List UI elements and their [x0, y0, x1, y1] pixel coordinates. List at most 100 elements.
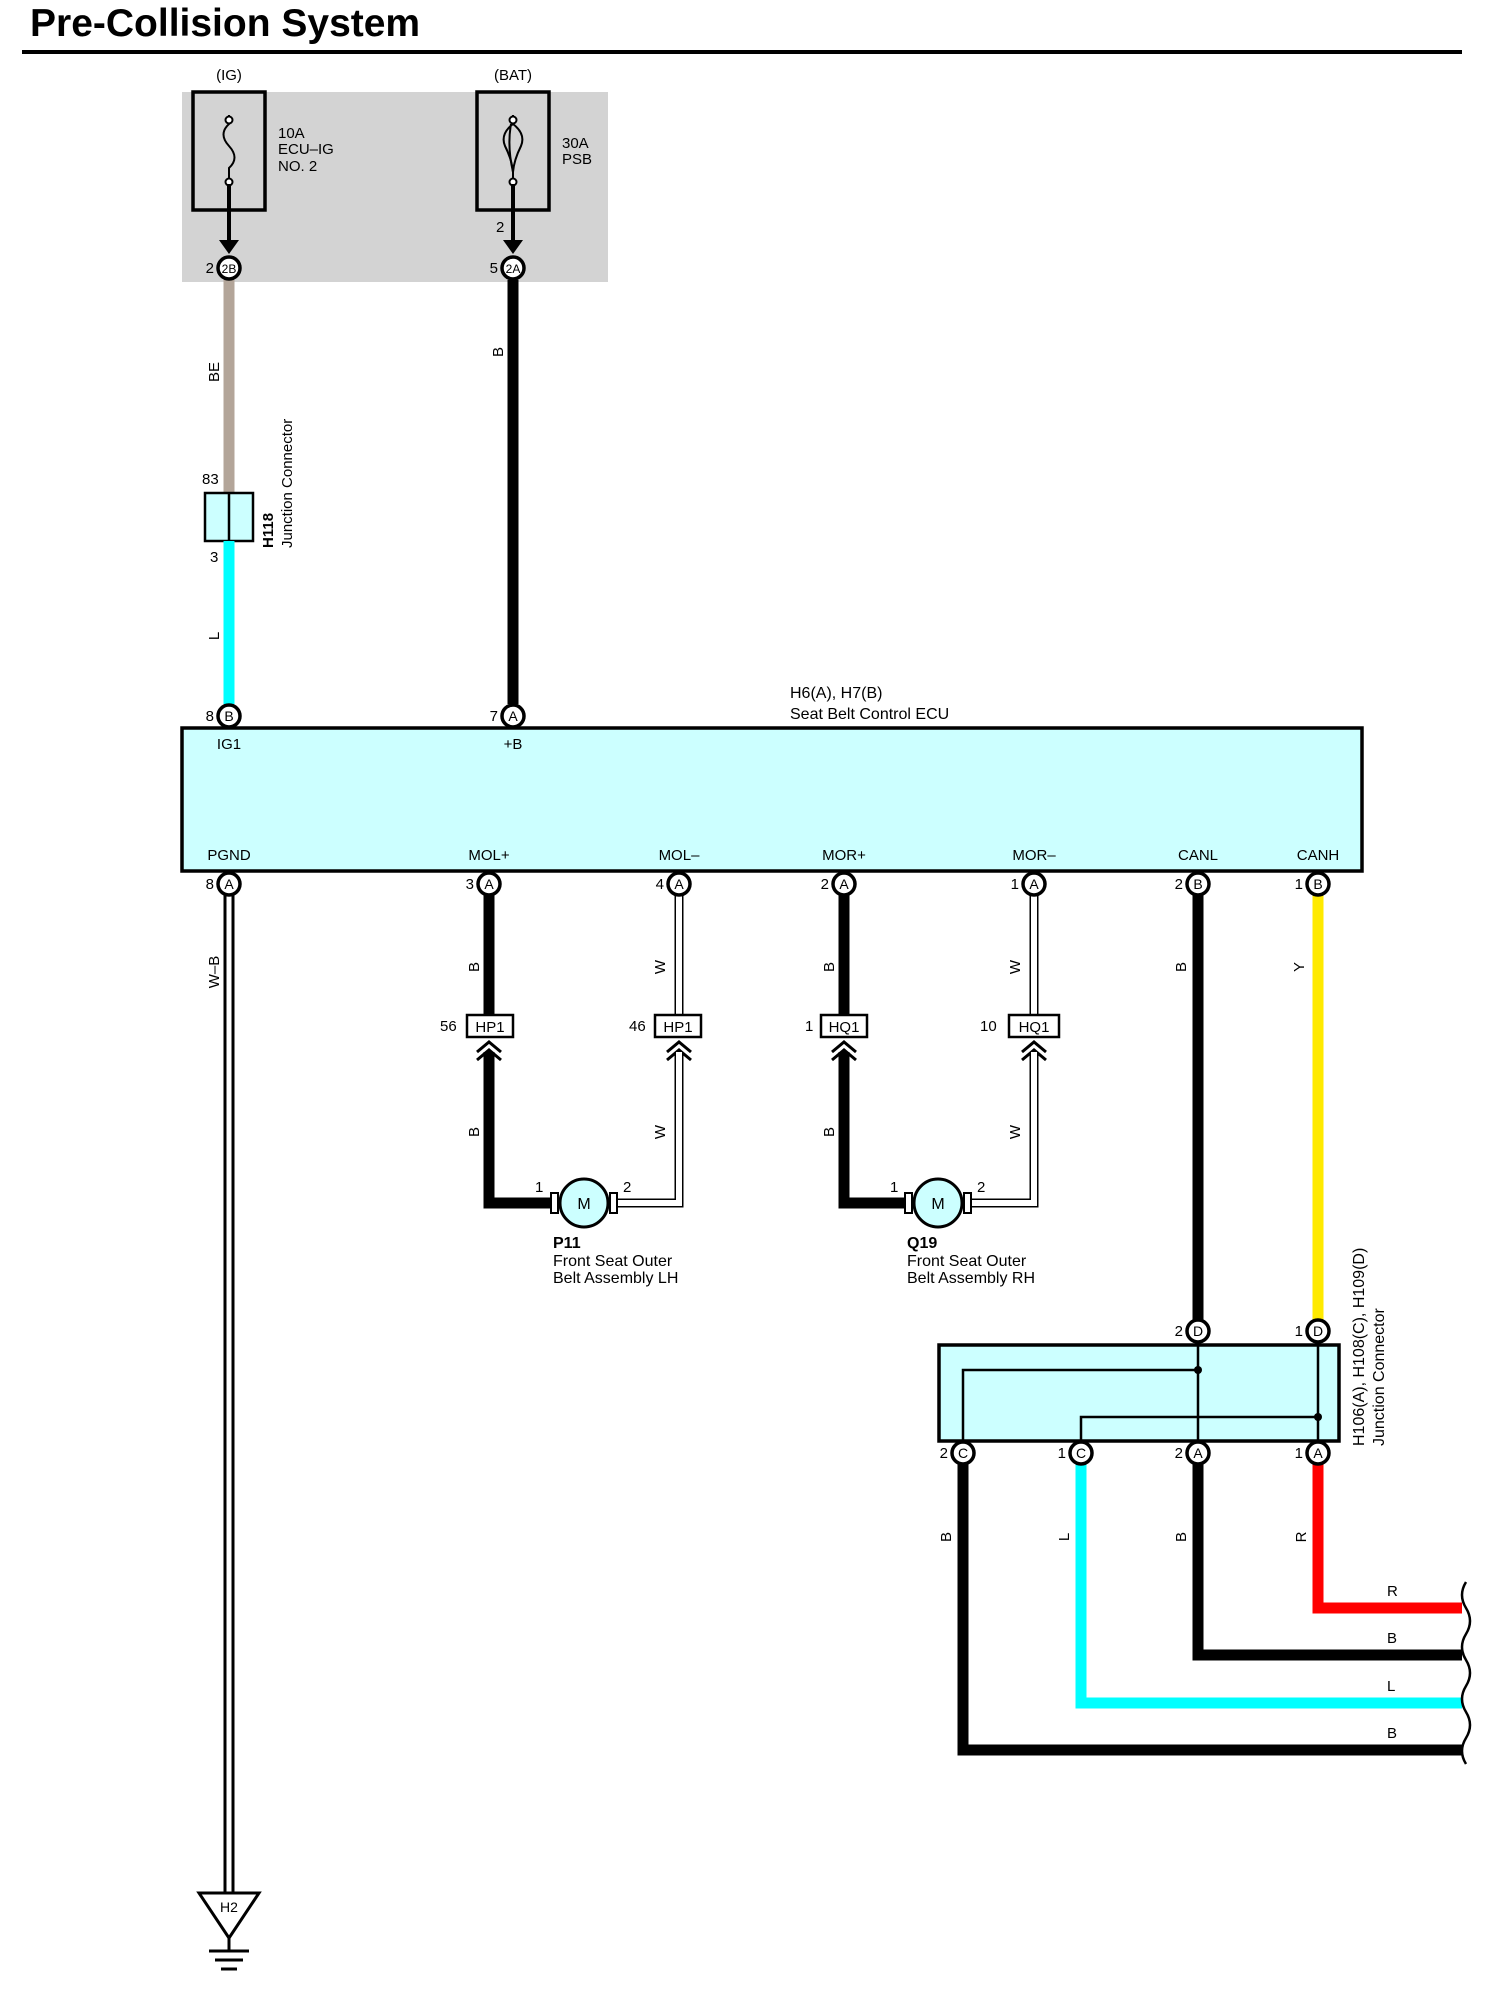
motor-q19-pin1: 1	[890, 1179, 898, 1196]
title-rule	[22, 50, 1462, 54]
fuse-2-rating: 30A	[562, 135, 589, 152]
fuse-1-rating: 10A	[278, 125, 305, 142]
wire-label-jc-c2: B	[938, 1532, 955, 1542]
svg-text:1: 1	[1011, 876, 1019, 893]
wire-label-jc-a2: B	[1173, 1532, 1190, 1542]
fuse-box	[182, 92, 608, 282]
motor-p11-icon	[550, 1177, 618, 1229]
h106-pin-d2: D2	[1175, 1318, 1211, 1344]
hp1-56-name: HP1	[475, 1019, 504, 1036]
h118-id: H118	[260, 513, 277, 548]
ecu-pin-label-mol-plus: MOL+	[468, 847, 510, 864]
wire-label-mor-plus-1: B	[821, 962, 838, 972]
svg-text:D: D	[1313, 1323, 1323, 1339]
h106-name: Junction Connector	[1371, 1307, 1388, 1446]
ecu-pin-mol-minus: A4	[656, 871, 692, 897]
wire-jc-a1	[1312, 1462, 1462, 1614]
ground-icon	[196, 1891, 262, 1971]
ecu-pin-label-mor-minus: MOR–	[1012, 847, 1056, 864]
svg-text:B: B	[1193, 876, 1202, 892]
motor-q19-symbol: M	[931, 1196, 944, 1213]
svg-text:C: C	[958, 1445, 968, 1461]
h118-pin-in: 83	[202, 471, 219, 488]
motor-p11-name-1: Front Seat Outer	[553, 1253, 673, 1270]
inline-connector-hq1-1	[819, 1013, 869, 1062]
ecu-pin-label-canl: CANL	[1178, 847, 1218, 864]
motor-q19-pin2: 2	[977, 1179, 985, 1196]
ecu-pin-mol-plus: A3	[466, 871, 502, 897]
svg-text:1: 1	[1295, 876, 1303, 893]
motor-q19-icon	[904, 1177, 972, 1229]
svg-text:B: B	[1313, 876, 1322, 892]
wire-jc-c1	[1075, 1462, 1462, 1709]
motor-q19-name-1: Front Seat Outer	[907, 1253, 1027, 1270]
wire-label-jc-a1: R	[1293, 1531, 1310, 1542]
ecu-pin-ig1: B8	[206, 703, 242, 729]
wire-mor-minus-lower	[971, 1052, 1039, 1208]
ecu-pin-label-mol-minus: MOL–	[659, 847, 701, 864]
ecu-id: H6(A), H7(B)	[790, 685, 882, 702]
svg-text:B: B	[224, 708, 233, 724]
ecu-pin-label-canh: CANH	[1297, 847, 1340, 864]
arrow-down-icon	[503, 240, 523, 254]
fuse-1-name-1: ECU–IG	[278, 141, 334, 158]
svg-text:A: A	[484, 876, 494, 892]
svg-text:5: 5	[490, 260, 498, 277]
svg-text:2B: 2B	[222, 262, 237, 276]
motor-p11-pin2: 2	[623, 1179, 631, 1196]
wire-label-mol-plus-1: B	[466, 962, 483, 972]
svg-text:C: C	[1076, 1445, 1086, 1461]
fuse-connector-2a: 2A 5	[490, 255, 526, 281]
wire-label-canl: B	[1173, 962, 1190, 972]
h106-pin-c2: C2	[940, 1440, 976, 1466]
wire-mol-plus-lower	[483, 1052, 551, 1209]
out-label-r: R	[1387, 1583, 1398, 1600]
wire-label-mol-minus-2: W	[652, 1124, 669, 1139]
wire-label-l-ig: L	[206, 632, 223, 640]
wire-mol-minus-lower	[617, 1052, 684, 1208]
out-label-b1: B	[1387, 1630, 1397, 1647]
svg-text:8: 8	[206, 876, 214, 893]
inline-connector-hp1-46	[653, 1013, 703, 1062]
hq1-1-name: HQ1	[829, 1019, 860, 1036]
svg-text:A: A	[508, 708, 518, 724]
svg-text:8: 8	[206, 708, 214, 725]
wire-label-jc-c1: L	[1056, 1533, 1073, 1541]
wire-jc-c2	[957, 1462, 1462, 1756]
ecu-pin-canh: B1	[1295, 871, 1331, 897]
wire-break-icon	[1460, 1581, 1472, 1765]
wire-label-w-b: W–B	[206, 956, 223, 989]
ecu-pin-mor-plus: A2	[821, 871, 857, 897]
ecu-pin-pgnd: A8	[206, 871, 242, 897]
svg-text:2A: 2A	[506, 262, 521, 276]
motor-p11-name-2: Belt Assembly LH	[553, 1270, 678, 1287]
svg-text:A: A	[674, 876, 684, 892]
wire-label-be: BE	[206, 362, 223, 382]
wire-label-mor-minus-1: W	[1007, 959, 1024, 974]
h106-pin-d1: D1	[1295, 1318, 1331, 1344]
svg-text:A: A	[224, 876, 234, 892]
svg-text:A: A	[1029, 876, 1039, 892]
ecu-pin-plus-b: A7	[490, 703, 526, 729]
h106-pin-a1: A1	[1295, 1440, 1331, 1466]
svg-text:1: 1	[1058, 1445, 1066, 1462]
h106-pin-a2: A2	[1175, 1440, 1211, 1466]
hp1-46-pin: 46	[629, 1018, 646, 1035]
svg-text:2: 2	[940, 1445, 948, 1462]
svg-text:3: 3	[466, 876, 474, 893]
svg-text:7: 7	[490, 708, 498, 725]
ecu-pin-mor-minus: A1	[1011, 871, 1047, 897]
h118-pin-out: 3	[210, 549, 218, 566]
wire-label-mor-minus-2: W	[1007, 1124, 1024, 1139]
h118-name: Junction Connector	[279, 419, 296, 548]
out-label-b2: B	[1387, 1725, 1397, 1742]
seat-belt-control-ecu	[180, 726, 1364, 873]
ecu-pin-label-plus-b: +B	[504, 736, 523, 753]
wire-label-canh: Y	[1291, 962, 1308, 972]
motor-p11-id: P11	[553, 1235, 581, 1252]
ecu-pin-label-mor-plus: MOR+	[822, 847, 866, 864]
svg-text:2: 2	[1175, 1445, 1183, 1462]
ecu-pin-label-ig1: IG1	[217, 736, 241, 753]
motor-q19-name-2: Belt Assembly RH	[907, 1270, 1035, 1287]
